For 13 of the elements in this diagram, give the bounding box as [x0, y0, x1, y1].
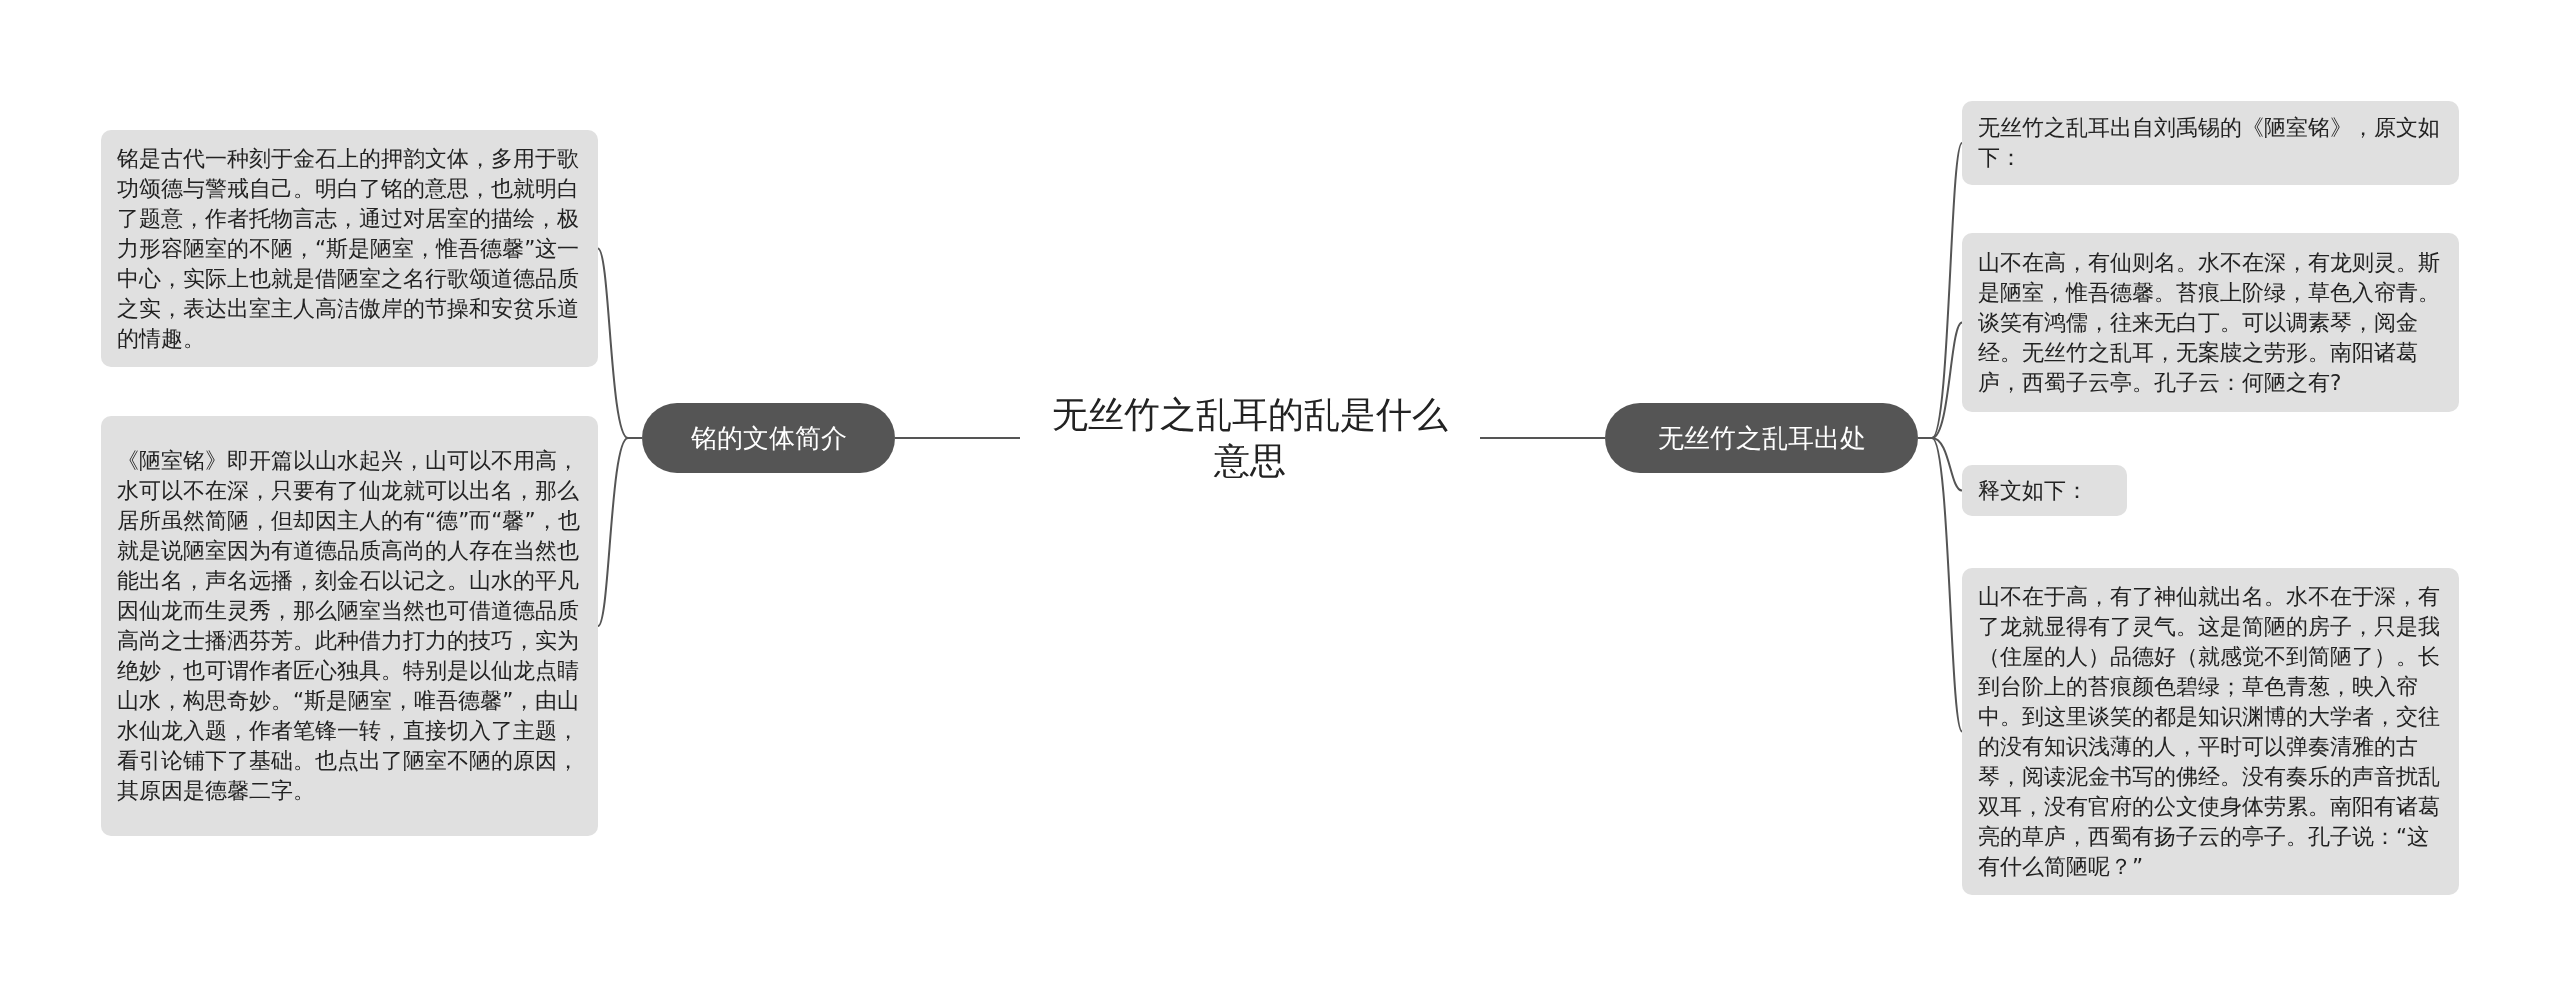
connector-line: [1479, 437, 1606, 439]
note-card: 释文如下：: [1962, 465, 2127, 516]
connector-line: [894, 437, 1021, 439]
branch-topic: 无丝竹之乱耳出处: [1605, 403, 1918, 473]
connector-line: [597, 437, 643, 627]
note-card: 铭是古代一种刻于金石上的押韵文体，多用于歌功颂德与警戒自己。明白了铭的意思，也就明白了题意，作者托物言志，通过对居室的描绘，极力形容陋室的不陋，“斯是陋室，惟吾德馨”这一中心，实际上也就是借陋室之名行歌颂道德品质之实，表达出室主人高洁傲岸的节操和安贫乐道的情趣。: [101, 130, 598, 367]
note-card: 《陋室铭》即开篇以山水起兴，山可以不用高，水可以不在深，只要有了仙龙就可以出名，那么居所虽然简陋，但却因主人的有“德”而“馨”，也就是说陋室因为有道德品质高尚的人存在当然也能出名，声名远播，刻金石以记之。山水的平凡因仙龙而生灵秀，那么陋室当然也可借道德品质高尚之士播洒芬芳。此种借力打力的技巧，实为绝妙，也可谓作者匠心独具。特别是以仙龙点睛山水，构思奇妙。“斯是陋室，唯吾德馨”，由山水仙龙入题，作者笔锋一转，直接切入了主题，看引论铺下了基础。也点出了陋室不陋的原因，其原因是德馨二字。: [101, 416, 598, 836]
note-card: 无丝竹之乱耳出自刘禹锡的《陋室铭》，原文如下：: [1962, 101, 2459, 185]
connector-line: [1917, 437, 1963, 733]
note-card: 山不在高，有仙则名。水不在深，有龙则灵。斯是陋室，惟吾德馨。苔痕上阶绿，草色入帘青。谈笑有鸿儒，往来无白丁。可以调素琴，阅金经。无丝竹之乱耳，无案牍之劳形。南阳诸葛庐，西蜀子云亭。孔子云：何陋之有?: [1962, 233, 2459, 412]
central-topic: 无丝竹之乱耳的乱是什么意思: [1020, 392, 1480, 484]
note-card: 山不在于高，有了神仙就出名。水不在于深，有了龙就显得有了灵气。这是简陋的房子，只是我（住屋的人）品德好（就感觉不到简陋了）。长到台阶上的苔痕颜色碧绿；草色青葱，映入帘中。到这里谈笑的都是知识渊博的大学者，交往的没有知识浅薄的人，平时可以弹奏清雅的古琴，阅读泥金书写的佛经。没有奏乐的声音扰乱双耳，没有官府的公文使身体劳累。南阳有诸葛亮的草庐，西蜀有扬子云的亭子。孔子说：“这有什么简陋呢？”: [1962, 568, 2459, 895]
branch-topic: 铭的文体简介: [642, 403, 895, 473]
